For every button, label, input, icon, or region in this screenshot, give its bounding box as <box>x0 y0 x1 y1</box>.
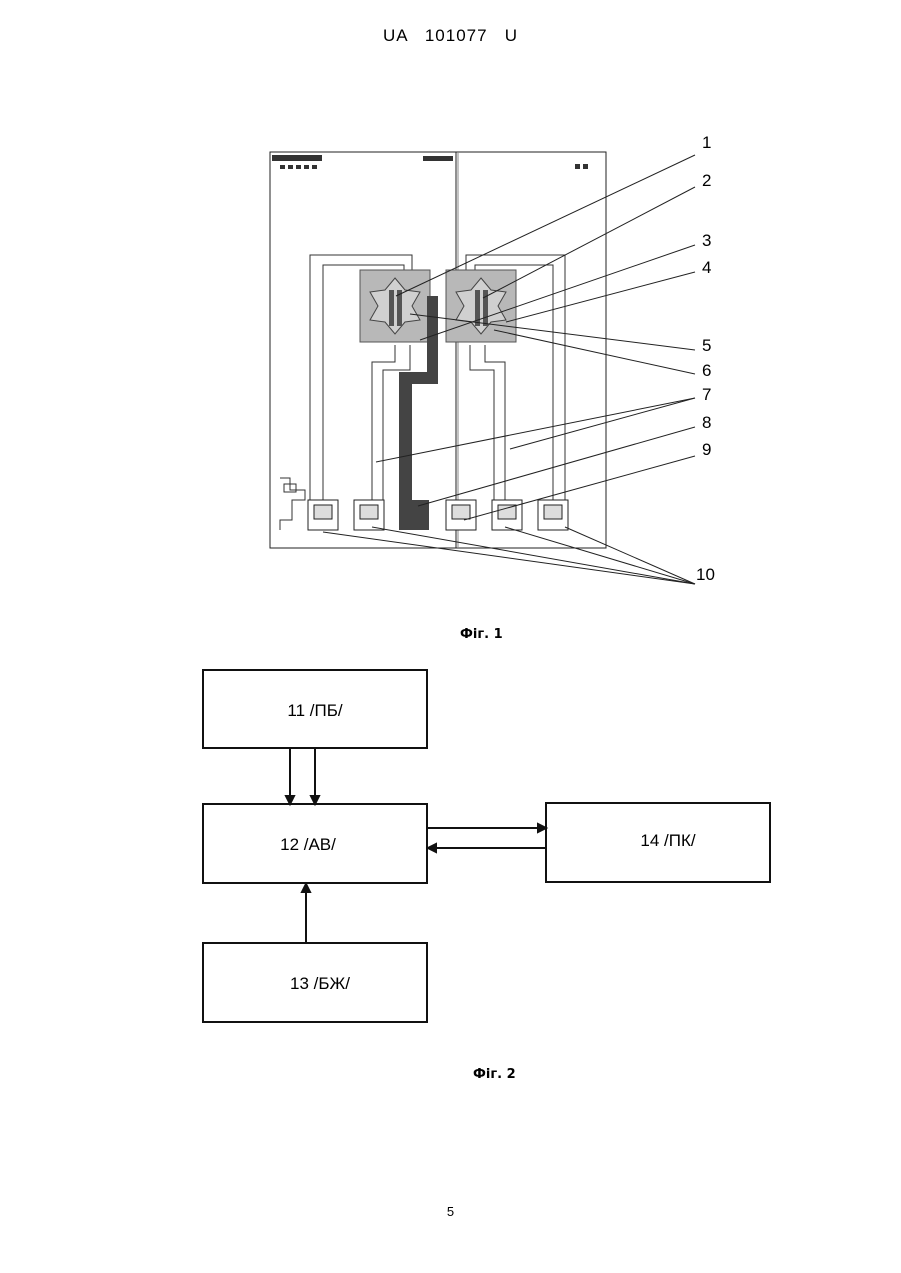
arrows-12-to-14 <box>428 824 546 852</box>
callout-7: 7 <box>702 385 711 404</box>
callout-labels: 1 2 3 4 5 6 7 8 9 10 <box>696 133 715 584</box>
chip-marking <box>272 155 588 169</box>
test-structure <box>280 478 305 530</box>
block-12-label: 12 /АВ/ <box>280 835 336 854</box>
block-11-label: 11 /ПБ/ <box>287 701 342 720</box>
callout-9: 9 <box>702 440 711 459</box>
block-14-label: 14 /ПК/ <box>640 831 695 850</box>
callout-5: 5 <box>702 336 711 355</box>
callout-8: 8 <box>702 413 711 432</box>
callout-1: 1 <box>702 133 711 152</box>
figure-2-caption: Фіг. 2 <box>473 1067 516 1082</box>
bonding-pads <box>308 500 568 530</box>
figure-2-block-diagram: 11 /ПБ/ 12 /АВ/ 13 /БЖ/ 14 /ПК/ <box>203 670 770 1022</box>
block-13-label: 13 /БЖ/ <box>290 974 350 993</box>
page-number: 5 <box>0 1204 901 1219</box>
callout-3: 3 <box>702 231 711 250</box>
figure-1-caption: Фіг. 1 <box>460 627 503 642</box>
callout-6: 6 <box>702 361 711 380</box>
callout-10: 10 <box>696 565 715 584</box>
callout-4: 4 <box>702 258 711 277</box>
callout-2: 2 <box>702 171 711 190</box>
arrow-13-to-12 <box>302 884 310 942</box>
arrows-11-to-12 <box>286 749 319 804</box>
